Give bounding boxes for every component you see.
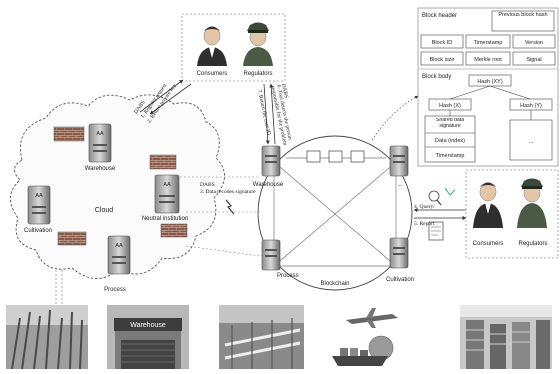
cloud-process-label: Process [104, 287, 126, 293]
dabs-mid-label: DABS [200, 182, 215, 188]
svg-text:AA: AA [96, 131, 104, 137]
cloud-warehouse-label: Warehouse [85, 166, 116, 172]
top-regulators-label: Regulators [243, 71, 272, 77]
top-actors-box: Consumers Regulators [181, 13, 286, 82]
server-icon-bc-process [261, 239, 281, 271]
firewall-icon [160, 223, 188, 238]
bc-process-label: Process [277, 273, 299, 279]
connector-lines [139, 79, 467, 257]
bc-ellipsis: ... [397, 182, 402, 188]
timestamp2-cell: Timerstamp [436, 153, 465, 159]
top-consumers-label: Consumers [197, 71, 228, 77]
server-icon-warehouse: AA [88, 123, 112, 163]
version-cell: Version [525, 40, 543, 46]
warehouse-sign: Warehouse [130, 322, 166, 329]
chain-block-icon [350, 150, 365, 163]
consumer-icon [197, 26, 227, 66]
logistics-image [327, 305, 412, 369]
block-ellipsis: ... [528, 139, 533, 145]
cloud-title: Cloud [95, 207, 113, 214]
right-actors-box: Consumers Regulators [465, 169, 559, 259]
regulator-icon [243, 22, 273, 66]
server-icon-bc-other [389, 145, 409, 177]
timestamp-cell: Timerstamp [474, 40, 503, 46]
regulator-icon [517, 178, 547, 228]
bc-cultivation-label: Cultivation [386, 277, 414, 283]
cloud-cultivation-label: Cultivation [24, 228, 52, 234]
right-regulators-label: Regulators [518, 241, 547, 247]
hash-xy-cell: Hash (XY) [477, 79, 503, 85]
server-icon-bc-cultivation [389, 237, 409, 269]
warehouse-photo: Warehouse [107, 305, 189, 369]
step3-label: 3. Data recodes signature [200, 189, 256, 195]
block-body-label: Block body [422, 74, 451, 80]
hash-y-cell: Hash (Y) [520, 103, 542, 109]
firewall-icon [149, 154, 177, 170]
cloud-ellipsis: ... [170, 227, 176, 234]
signal-cell: Signal [526, 57, 541, 63]
blockchain-title: Blockchain [320, 281, 349, 287]
consumer-icon [473, 182, 503, 228]
svg-text:AA: AA [163, 182, 171, 188]
data-index-cell: Data (index) [435, 138, 465, 144]
server-icon-bc-warehouse [261, 145, 281, 177]
report-icon [428, 221, 444, 241]
bottom-connectors [55, 270, 63, 305]
bottom-image-strip: Warehouse [6, 305, 552, 370]
svg-text:AA: AA [115, 243, 123, 249]
firewall-icon [57, 231, 87, 246]
block-size-cell: Block size [430, 57, 455, 63]
blockchain-network [257, 135, 413, 291]
step6-label-group: DABS 6. Tool detects the person responsi… [269, 83, 292, 146]
server-icon-cultivation: AA [27, 185, 51, 225]
factory-line-image [219, 305, 304, 369]
lightning-icon [225, 199, 235, 215]
svg-text:AA: AA [35, 193, 43, 199]
bc-warehouse-label: Warehouse [253, 182, 284, 188]
svg-text:DABS: DABS [280, 83, 289, 99]
chain-block-icon [328, 150, 343, 163]
server-icon-process: AA [107, 235, 131, 275]
hash-y-data-box [509, 119, 553, 161]
chain-block-icon [306, 150, 321, 163]
block-structure-panel: Block header Previous block hash Block I… [417, 7, 559, 167]
wheat-field-image [6, 305, 88, 370]
server-icon-neutral-institution: AA [154, 174, 180, 214]
data-record-box [424, 115, 476, 163]
step5-label: 5. Report [414, 221, 435, 227]
block-header-label: Block header [422, 13, 457, 19]
step4-label: 4. Query/ [414, 204, 435, 210]
query-icon [428, 187, 456, 206]
supermarket-image [460, 305, 552, 369]
block-id-cell: Block ID [432, 40, 453, 46]
cloud-neutral-label: Neutral institution [142, 216, 188, 222]
firewall-icon [53, 126, 85, 142]
hash-x-cell: Hash (X) [439, 103, 461, 109]
merkle-root-cell: Merkle root [474, 57, 502, 63]
right-consumers-label: Consumers [473, 241, 504, 247]
prev-hash-cell [491, 10, 555, 32]
